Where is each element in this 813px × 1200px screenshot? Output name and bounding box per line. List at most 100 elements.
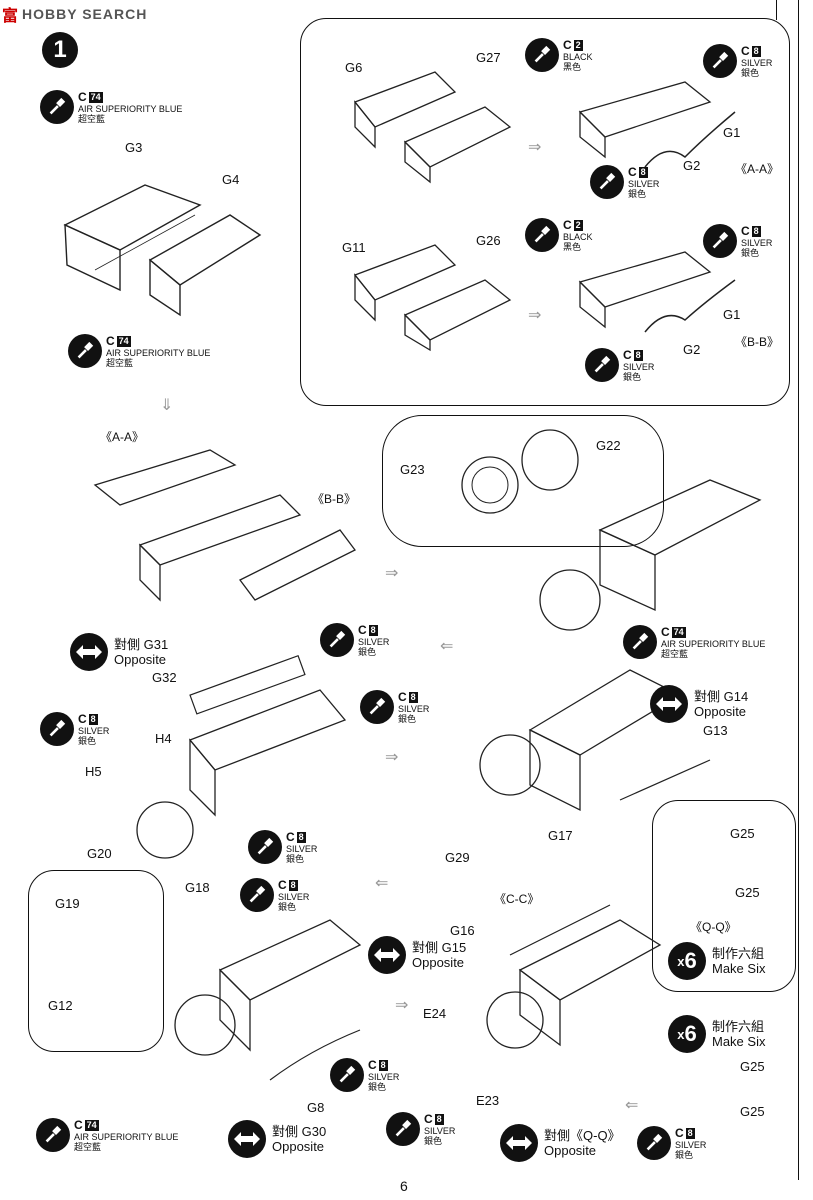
brush-icon: [637, 1126, 671, 1160]
part-label-g1-a: G1: [723, 125, 741, 140]
section-label-qq: 《Q-Q》: [690, 920, 737, 934]
subassembly-inset-box: [300, 18, 790, 406]
flow-arrow-down: ⇓: [160, 397, 174, 414]
part-label-g18: G18: [185, 880, 210, 895]
opposite-label: Opposite: [272, 1139, 325, 1154]
paint-name: AIR SUPERIORITY BLUE: [74, 1132, 179, 1142]
part-drawing-g3-g4: [63, 184, 262, 317]
make-six-cjk: 制作六組: [712, 1019, 765, 1034]
flow-arrow-right-5: ⇒: [395, 997, 409, 1014]
paint-code: C: [78, 90, 87, 104]
opposite-part-label: 對側 G31: [114, 637, 169, 652]
paint-number: 8: [408, 691, 418, 703]
paint-name-cjk: 銀色: [368, 1082, 387, 1092]
paint-code: C: [78, 712, 87, 726]
paint-name-cjk: 超空藍: [106, 358, 134, 368]
paint-name-cjk: 銀色: [278, 902, 297, 912]
brush-icon: [40, 90, 74, 124]
paint-code: C: [675, 1126, 684, 1140]
brush-icon: [40, 712, 74, 746]
paint-name-cjk: 黑色: [563, 62, 582, 72]
paint-name-cjk: 銀色: [424, 1136, 443, 1146]
paint-number: 8: [368, 624, 378, 636]
paint-number: 8: [378, 1059, 388, 1071]
paint-code: C: [741, 224, 750, 238]
paint-code: C: [398, 690, 407, 704]
part-label-g13: G13: [703, 723, 728, 738]
paint-number: 2: [573, 219, 583, 231]
section-label-aa-2: 《A-A》: [100, 430, 145, 444]
part-drawing-g22-g23: [461, 429, 579, 514]
opposite-callout-qq: 對側《Q-Q》Opposite: [500, 1124, 621, 1162]
part-label-g25-d: G25: [740, 1104, 765, 1119]
page-border: [798, 0, 799, 1180]
paint-number: 8: [685, 1127, 695, 1139]
paint-name: SILVER: [368, 1072, 400, 1082]
brush-icon: [386, 1112, 420, 1146]
double-arrow-icon: [368, 936, 406, 974]
paint-name: SILVER: [286, 844, 318, 854]
step-number: 1: [53, 36, 67, 63]
part-label-e23: E23: [476, 1093, 500, 1108]
paint-code: C: [661, 625, 670, 639]
part-drawing-engine-block-5: [486, 904, 662, 1049]
page-number: 6: [400, 1178, 408, 1194]
brush-icon: [703, 224, 737, 258]
opposite-part-label: 對側 G14: [694, 689, 749, 704]
paint-name-cjk: 銀色: [358, 647, 377, 657]
part-label-g17: G17: [548, 828, 573, 843]
paint-number: 8: [434, 1113, 444, 1125]
paint-name-cjk: 銀色: [286, 854, 305, 864]
brush-icon: [623, 625, 657, 659]
part-label-e24: E24: [423, 1006, 447, 1021]
paint-name-cjk: 超空藍: [78, 114, 106, 124]
make-six-en: Make Six: [712, 1034, 766, 1049]
part-label-g20: G20: [87, 846, 112, 861]
part-label-g22: G22: [596, 438, 621, 453]
detail-inset-box-right: [652, 800, 796, 992]
paint-name-cjk: 銀色: [741, 68, 760, 78]
flow-arrow-left-3: ⇐: [625, 1097, 639, 1114]
part-label-g29: G29: [445, 850, 470, 865]
part-label-g16: G16: [450, 923, 475, 938]
part-label-g6: G6: [345, 60, 363, 75]
paint-number: 2: [573, 39, 583, 51]
paint-number: 8: [638, 166, 648, 178]
opposite-label: Opposite: [694, 704, 747, 719]
paint-number: 8: [288, 879, 298, 891]
flow-arrow-left-1: ⇐: [440, 638, 454, 655]
paint-code: C: [741, 44, 750, 58]
part-label-g27: G27: [476, 50, 501, 65]
part-label-g8: G8: [307, 1100, 325, 1115]
logo-text: HOBBY SEARCH: [22, 6, 148, 22]
logo-cjk: 富: [2, 8, 19, 25]
paint-name-cjk: 超空藍: [661, 649, 689, 659]
paint-name: BLACK: [563, 52, 593, 62]
paint-name: AIR SUPERIORITY BLUE: [78, 104, 183, 114]
brush-icon: [330, 1058, 364, 1092]
make-six-en: Make Six: [712, 961, 766, 976]
brush-icon: [585, 348, 619, 382]
paint-name-cjk: 超空藍: [74, 1142, 102, 1152]
paint-number: 74: [84, 1119, 99, 1131]
flow-arrow-right-3: ⇒: [385, 565, 399, 582]
paint-name: SILVER: [358, 637, 390, 647]
part-label-g12: G12: [48, 998, 73, 1013]
paint-number: 74: [116, 335, 131, 347]
